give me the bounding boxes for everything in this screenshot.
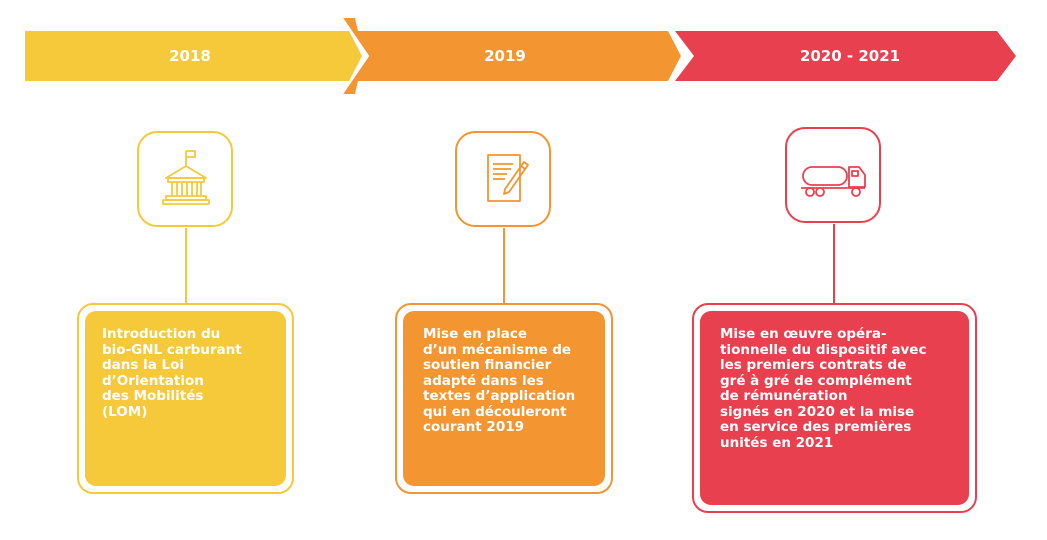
card-2020-2021-line: Mise en œuvre opéra- — [720, 326, 887, 342]
card-2020-2021-line: de rémunération — [720, 388, 848, 404]
card-2018-line: bio-GNL carburant — [102, 341, 242, 358]
card-2020-2021-line: les premiers contrats de — [720, 357, 907, 373]
card-2019-line: d’un mécanisme de — [423, 341, 572, 358]
card-2018-line: Introduction du — [102, 326, 221, 342]
card-2020-2021-body: Mise en œuvre opéra- tionnelle du dispos… — [700, 311, 969, 505]
icon-box-2018 — [137, 131, 233, 227]
connector-2018 — [185, 228, 187, 304]
card-2020-2021-line: gré à gré de complément — [720, 372, 912, 389]
card-2019-line: soutien financier — [423, 357, 552, 373]
arrow-segment-2018 — [25, 31, 356, 81]
connector-2019 — [503, 228, 505, 304]
card-2018-line: d’Orientation — [102, 372, 204, 389]
arrow-tip-2019 — [656, 31, 681, 81]
arrow-segment-2020-2021 — [675, 31, 1016, 81]
document-pen-icon — [487, 154, 529, 202]
card-2020-2021-line: signés en 2020 et la mise — [720, 403, 915, 420]
arrow-segment-2019-fill — [354, 31, 675, 81]
government-building-icon — [162, 150, 210, 205]
arrow-separator-1 — [336, 16, 370, 96]
card-2019-line: courant 2019 — [423, 419, 524, 435]
card-2019-body: Mise en place d’un mécanisme de soutien … — [403, 311, 605, 486]
arrow-separator-2 — [655, 16, 689, 96]
tanker-truck-icon — [801, 166, 866, 197]
timeline-arrows — [25, 16, 1016, 96]
card-2018-line: dans la Loi — [102, 357, 185, 373]
arrow-tip-2018 — [337, 31, 362, 81]
year-label-2019: 2019 — [484, 47, 526, 65]
year-label-2018: 2018 — [169, 47, 211, 65]
icon-box-2019 — [455, 131, 551, 227]
card-2018-body: Introduction du bio-GNL carburant dans l… — [85, 311, 286, 486]
icon-box-2020-2021 — [785, 127, 881, 223]
card-2019: Mise en place d’un mécanisme de soutien … — [395, 303, 613, 494]
year-label-2020-2021: 2020 - 2021 — [799, 47, 901, 65]
card-2020-2021-line: unités en 2021 — [720, 434, 834, 451]
card-2018-line: des Mobilités — [102, 388, 204, 404]
card-2018-line: (LOM) — [102, 403, 148, 420]
connector-2020-2021 — [833, 224, 835, 304]
card-2020-2021-line: en service des premières — [720, 419, 912, 435]
card-2019-line: adapté dans les — [423, 372, 544, 389]
card-2019-line: textes d’application — [423, 388, 576, 404]
card-2019-line: qui en découleront — [423, 403, 567, 420]
card-2018: Introduction du bio-GNL carburant dans l… — [77, 303, 294, 494]
card-2020-2021: Mise en œuvre opéra- tionnelle du dispos… — [692, 303, 977, 513]
card-2019-line: Mise en place — [423, 326, 527, 342]
card-2020-2021-line: tionnelle du dispositif avec — [720, 341, 927, 358]
